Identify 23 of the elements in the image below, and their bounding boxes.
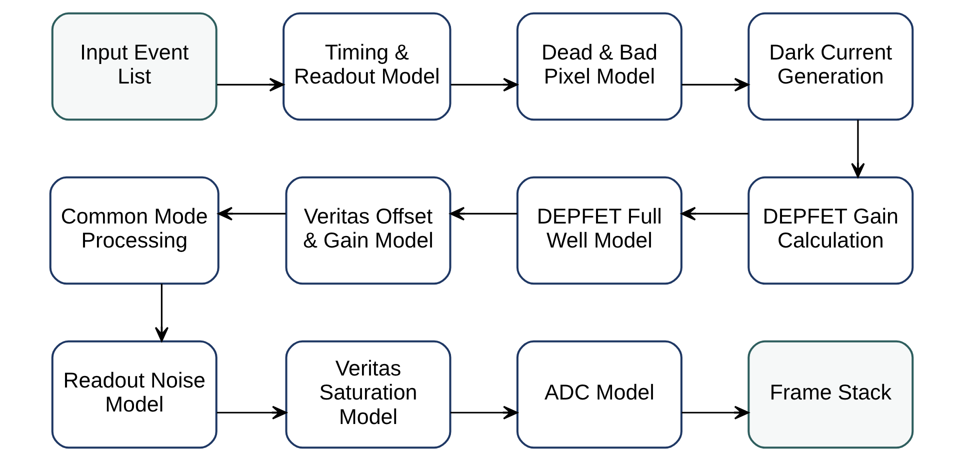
arrow xyxy=(154,284,169,342)
arrow xyxy=(217,78,284,92)
arrow xyxy=(682,78,750,92)
node-box: DEPFET Gain Calculation xyxy=(748,176,914,285)
node-box: Input Event List xyxy=(51,12,218,121)
node-box: Veritas Offset & Gain Model xyxy=(285,176,452,285)
arrow xyxy=(450,406,518,420)
arrow xyxy=(218,206,286,221)
node-box: Frame Stack xyxy=(748,340,914,449)
node-box: Dead & Bad Pixel Model xyxy=(516,12,682,121)
node-box: DEPFET Full Well Model xyxy=(516,176,682,285)
node-box: Readout Noise Model xyxy=(51,340,218,449)
arrow xyxy=(682,406,750,420)
arrow xyxy=(450,206,518,221)
node-box: Common Mode Processing xyxy=(49,176,220,285)
node-box: ADC Model xyxy=(516,340,682,449)
arrow xyxy=(216,406,287,420)
arrow xyxy=(680,206,748,221)
arrow xyxy=(851,120,865,178)
arrow xyxy=(450,78,518,92)
node-box: Veritas Saturation Model xyxy=(285,340,452,449)
node-box: Dark Current Generation xyxy=(748,12,914,121)
node-box: Timing & Readout Model xyxy=(282,12,452,121)
